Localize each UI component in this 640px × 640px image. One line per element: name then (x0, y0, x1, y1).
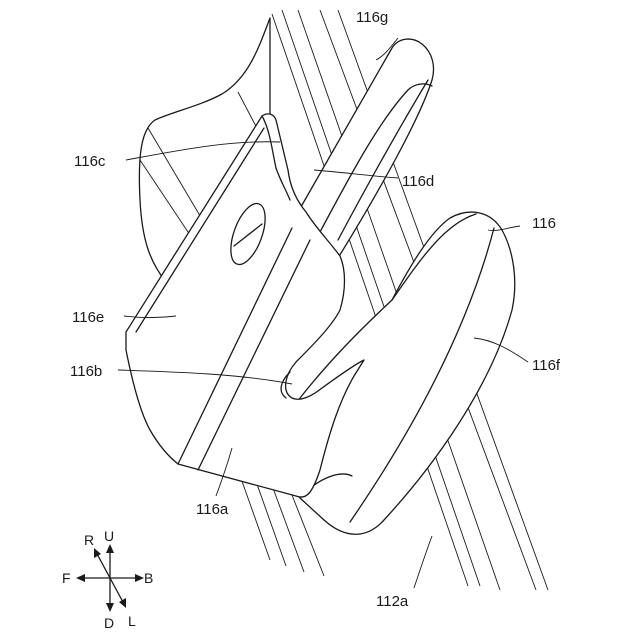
arrow-back-icon (135, 574, 144, 582)
label-116f: 116f (532, 357, 561, 374)
arrow-up-icon (106, 544, 114, 553)
arrow-left-icon (119, 598, 126, 608)
label-116b: 116b (70, 363, 102, 380)
dir-right-label: R (84, 532, 94, 548)
arrow-right-icon (94, 548, 101, 558)
dir-left-label: L (128, 613, 136, 629)
label-116c: 116c (74, 153, 106, 170)
label-116a: 116a (196, 501, 229, 518)
label-116g: 116g (356, 9, 388, 26)
dir-down-label: D (104, 615, 114, 631)
arrow-front-icon (76, 574, 85, 582)
label-116e: 116e (72, 309, 104, 326)
label-116: 116 (532, 215, 556, 232)
dir-front-label: F (62, 570, 71, 586)
label-116d: 116d (402, 173, 434, 190)
dir-up-label: U (104, 528, 114, 544)
direction-indicator: U D F B R L (62, 528, 153, 631)
label-112a: 112a (376, 593, 409, 610)
dir-back-label: B (144, 570, 153, 586)
arrow-down-icon (106, 603, 114, 612)
